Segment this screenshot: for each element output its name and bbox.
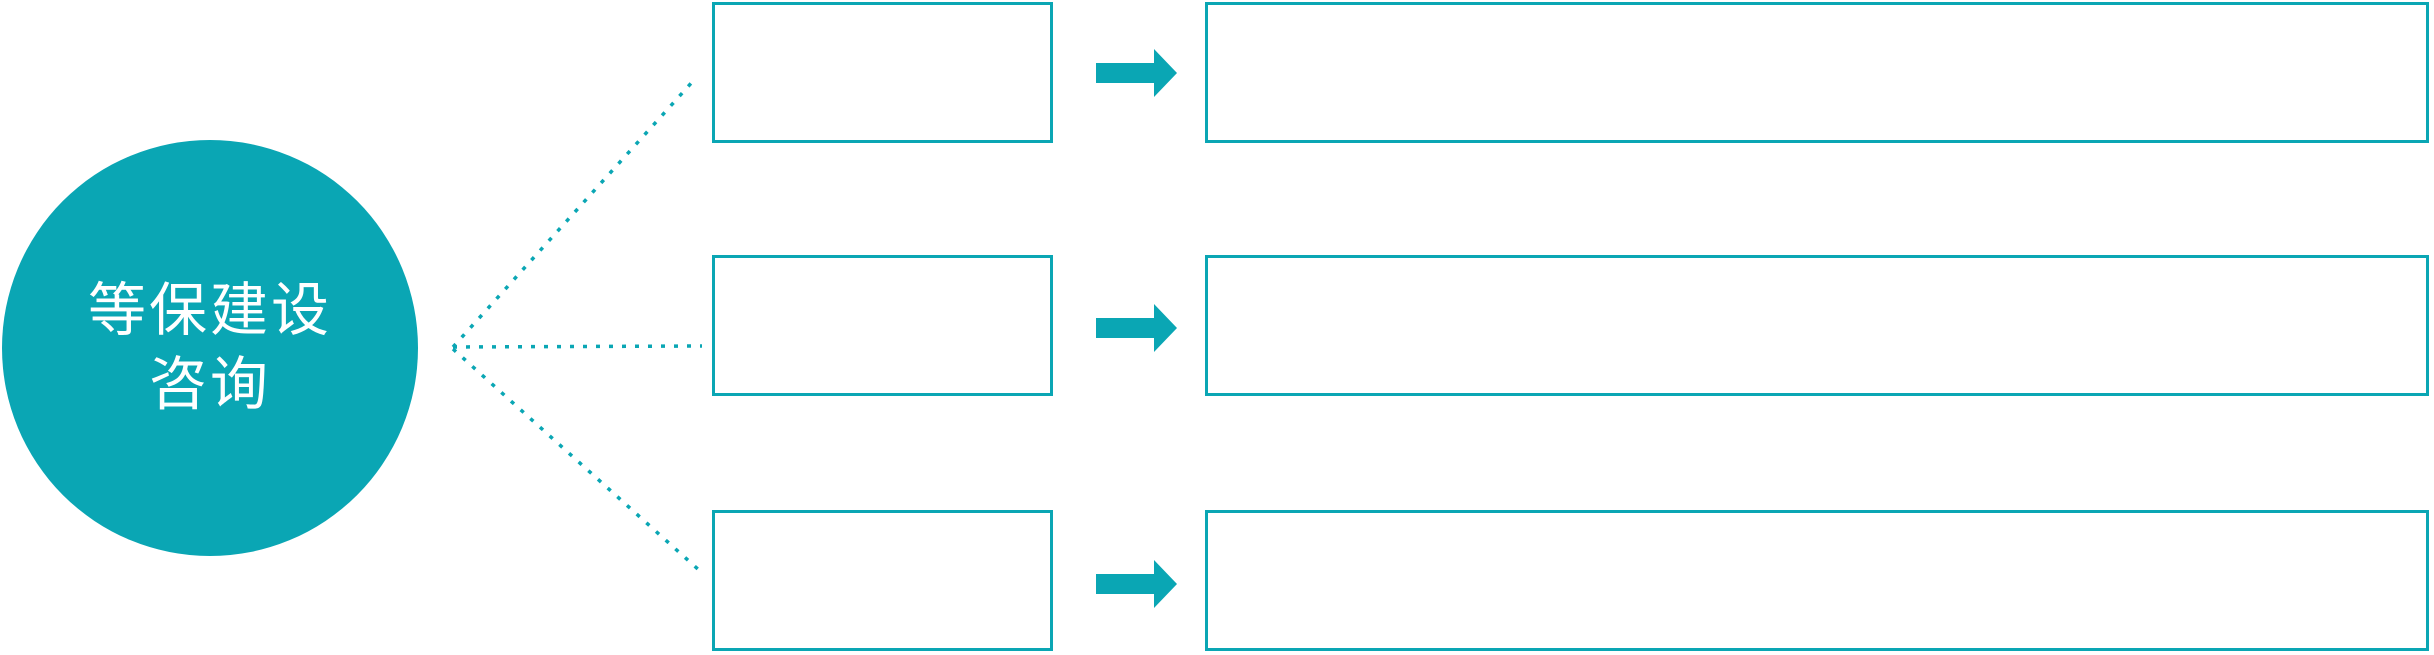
topic-circle-label-line2: 咨询 — [148, 352, 271, 417]
dotted-line-bottom-icon — [451, 347, 702, 573]
dotted-line-middle-icon — [452, 344, 703, 349]
description-box-3 — [1205, 510, 2429, 651]
description-box-1 — [1205, 2, 2429, 143]
topic-circle-label-line1: 等保建设 — [87, 278, 332, 343]
dotted-line-top-icon — [451, 78, 696, 349]
category-box-3 — [712, 510, 1053, 651]
description-box-2 — [1205, 255, 2429, 396]
topic-circle: 等保建设 咨询 — [2, 140, 418, 556]
category-box-2 — [712, 255, 1053, 396]
arrow-right-icon — [1096, 49, 1177, 97]
arrow-right-icon — [1096, 304, 1177, 352]
arrow-right-icon — [1096, 560, 1177, 608]
category-box-1 — [712, 2, 1053, 143]
